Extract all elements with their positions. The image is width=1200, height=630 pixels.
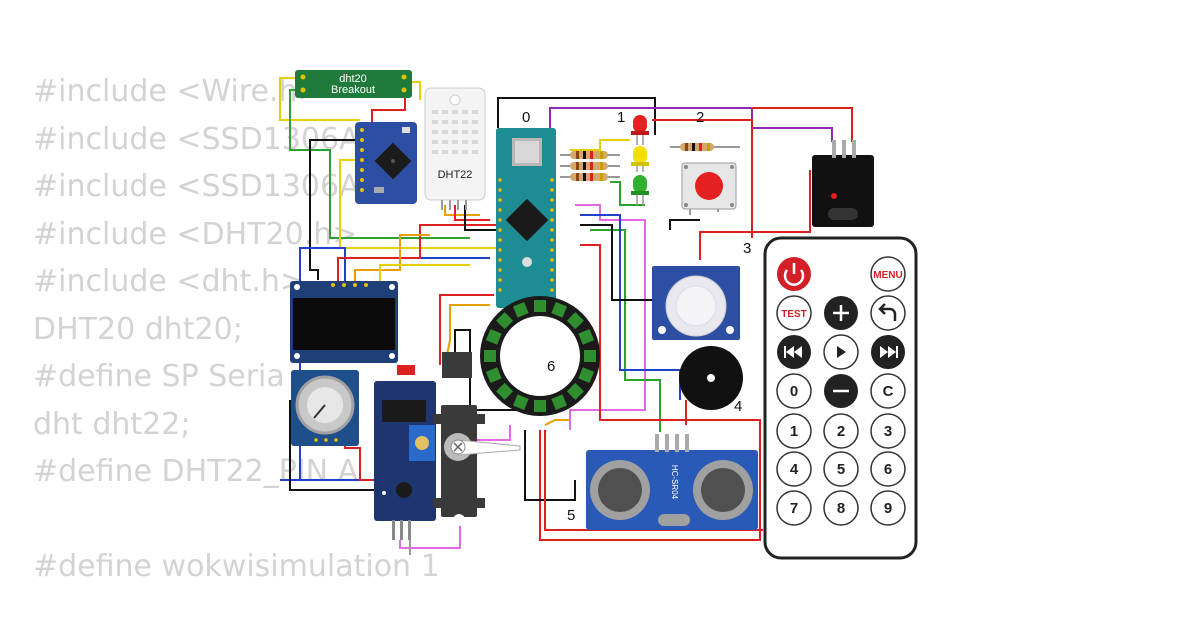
dht22-sensor: DHT22 bbox=[424, 87, 486, 210]
remote-minus-button[interactable] bbox=[824, 374, 858, 408]
remote-key-4[interactable]: 4 bbox=[776, 451, 812, 487]
sensor-module bbox=[355, 122, 417, 204]
ring-pixel bbox=[496, 382, 514, 400]
remote-key-c[interactable]: C bbox=[870, 373, 906, 409]
remote-key-8[interactable]: 8 bbox=[823, 490, 859, 526]
resistors bbox=[560, 143, 740, 181]
ring-pixel bbox=[584, 350, 596, 362]
ultrasonic-label: HC-SR04 bbox=[670, 465, 679, 500]
sensor-module-blue bbox=[374, 365, 436, 540]
code-line: #include <dht.h> bbox=[33, 264, 306, 299]
remote-prev-button[interactable] bbox=[777, 335, 811, 369]
code-line: #define SP Seria bbox=[33, 359, 285, 394]
neopixel-ring bbox=[480, 296, 600, 416]
label-6: 6 bbox=[547, 358, 555, 375]
push-button bbox=[681, 162, 737, 210]
dht20-breakout: dht20 Breakout bbox=[295, 70, 412, 98]
dht20-title: dht20 bbox=[339, 73, 367, 85]
red-led bbox=[631, 115, 649, 145]
code-line: DHT20 dht20; bbox=[33, 311, 243, 347]
remote-key-0[interactable]: 0 bbox=[776, 373, 812, 409]
buzzer bbox=[679, 346, 743, 410]
remote-key-1[interactable]: 1 bbox=[776, 413, 812, 449]
label-1: 1 bbox=[617, 109, 625, 126]
ring-pixel bbox=[485, 329, 502, 345]
ring-pixel bbox=[484, 350, 496, 362]
ir-receiver bbox=[812, 140, 874, 227]
dht22-label: DHT22 bbox=[438, 169, 473, 181]
ring-pixel bbox=[578, 367, 595, 383]
leds bbox=[631, 115, 649, 205]
remote-key-7[interactable]: 7 bbox=[776, 490, 812, 526]
code-line: #include <SSD1306As bbox=[33, 169, 376, 204]
dht20-subtitle: Breakout bbox=[331, 84, 375, 96]
part-labels: 0 1 2 3 4 5 6 bbox=[522, 109, 751, 524]
ring-pixel bbox=[496, 312, 514, 330]
remote-key-label: 8 bbox=[837, 500, 845, 517]
ir-remote: MENU TEST bbox=[763, 236, 918, 560]
remote-key-5[interactable]: 5 bbox=[823, 451, 859, 487]
ring-pixel bbox=[534, 300, 546, 312]
code-line: dht dht22; bbox=[33, 406, 191, 442]
ring-pixel bbox=[534, 400, 546, 412]
remote-key-label: 9 bbox=[884, 500, 892, 517]
yellow-led bbox=[631, 146, 649, 172]
remote-key-label: 0 bbox=[790, 383, 798, 400]
remote-key-label: 4 bbox=[790, 461, 799, 478]
ring-pixel bbox=[551, 301, 567, 318]
remote-next-button[interactable] bbox=[871, 335, 905, 369]
ring-pixel bbox=[485, 367, 502, 383]
remote-key-label: C bbox=[883, 383, 894, 400]
label-3: 3 bbox=[743, 240, 751, 257]
potentiometer bbox=[291, 370, 359, 446]
ring-pixel bbox=[578, 329, 595, 345]
ring-pixel bbox=[513, 301, 529, 318]
wires bbox=[279, 77, 853, 555]
remote-key-6[interactable]: 6 bbox=[870, 451, 906, 487]
remote-key-label: 1 bbox=[790, 423, 798, 440]
arduino-nano bbox=[496, 128, 556, 308]
remote-plus-button[interactable] bbox=[824, 296, 858, 330]
remote-key-9[interactable]: 9 bbox=[870, 490, 906, 526]
label-4: 4 bbox=[734, 398, 742, 415]
remote-key-3[interactable]: 3 bbox=[870, 413, 906, 449]
remote-key-label: 6 bbox=[884, 461, 892, 478]
ring-pixel bbox=[566, 382, 584, 400]
label-2: 2 bbox=[696, 109, 704, 126]
ring-pixel bbox=[566, 312, 584, 330]
remote-test-button[interactable]: TEST bbox=[776, 295, 812, 331]
label-0: 0 bbox=[522, 109, 530, 126]
green-led bbox=[631, 175, 649, 205]
ring-pixel bbox=[513, 394, 529, 411]
remote-key-label: 2 bbox=[837, 423, 845, 440]
remote-test-label: TEST bbox=[781, 309, 807, 320]
remote-play-button[interactable] bbox=[823, 334, 859, 370]
ultrasonic-sensor: HC-SR04 bbox=[586, 434, 758, 530]
remote-key-2[interactable]: 2 bbox=[823, 413, 859, 449]
remote-key-label: 7 bbox=[790, 500, 798, 517]
remote-menu-button[interactable]: MENU bbox=[870, 256, 906, 292]
code-line: #include <DHT20.h> bbox=[33, 216, 358, 252]
remote-key-label: 3 bbox=[884, 423, 892, 440]
ring-pixels bbox=[484, 300, 596, 412]
remote-key-label: 5 bbox=[837, 461, 845, 478]
oled-display bbox=[290, 281, 398, 363]
remote-power-button[interactable] bbox=[777, 257, 811, 291]
label-5: 5 bbox=[567, 507, 575, 524]
pir-sensor bbox=[652, 266, 740, 340]
remote-back-button[interactable] bbox=[870, 295, 906, 331]
code-line: #define wokwisimulation 1 bbox=[33, 549, 440, 584]
servo-motor bbox=[433, 352, 521, 526]
remote-menu-label: MENU bbox=[873, 270, 902, 281]
ring-pixel bbox=[551, 394, 567, 411]
